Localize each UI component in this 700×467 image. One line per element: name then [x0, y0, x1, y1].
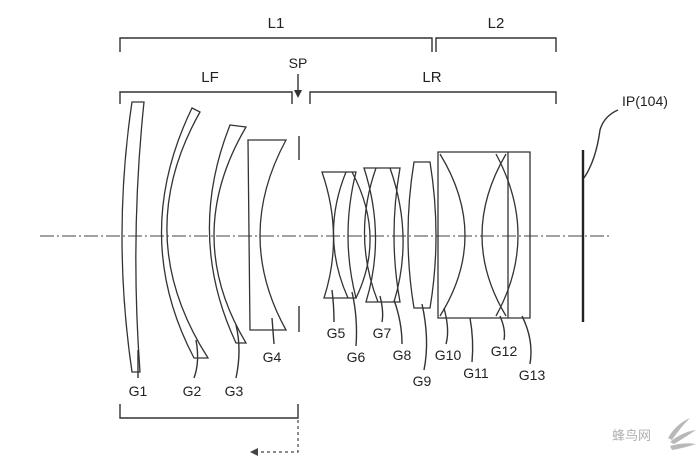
label-g9: G9	[413, 373, 432, 389]
label-l1: L1	[268, 15, 285, 32]
label-g2: G2	[183, 383, 202, 399]
leader-g5	[331, 289, 335, 323]
label-g3: G3	[225, 383, 244, 399]
label-g4: G4	[263, 349, 282, 365]
lens-g8-front	[363, 167, 379, 303]
leader-g13	[521, 315, 532, 365]
lens-g2	[160, 107, 210, 359]
label-g11: G11	[463, 365, 489, 381]
label-sp: SP	[289, 55, 308, 71]
lens-g7	[363, 167, 401, 303]
lens-g12-curve	[495, 153, 519, 317]
bracket-l2	[435, 37, 557, 52]
leader-g12	[499, 315, 506, 341]
leader-g8	[393, 299, 403, 345]
lens-g6-back	[351, 171, 371, 299]
label-lr: LR	[422, 69, 441, 86]
lens-g9	[407, 161, 437, 309]
leader-g11	[469, 317, 474, 363]
focus-move-arrow	[258, 420, 299, 453]
label-l2: L2	[488, 15, 505, 32]
bracket-lf	[119, 91, 293, 104]
bracket-l1	[119, 37, 433, 52]
focus-move-arrowhead	[250, 448, 258, 456]
label-g7: G7	[373, 325, 392, 341]
label-g6: G6	[347, 349, 366, 365]
label-lf: LF	[201, 69, 219, 86]
watermark-logo	[668, 418, 696, 450]
ip-leader	[583, 109, 619, 179]
bracket-bottom	[119, 404, 299, 419]
leader-g7	[379, 295, 384, 323]
leader-g3	[235, 324, 240, 379]
leader-g6	[351, 291, 358, 347]
lens-g4	[247, 139, 288, 331]
sp-arrow-head	[294, 90, 302, 98]
label-g1: G1	[129, 383, 148, 399]
lens-g1	[121, 101, 145, 373]
lens-g11-curve	[481, 153, 507, 317]
lens-g6-front	[332, 171, 349, 299]
label-g5: G5	[327, 325, 346, 341]
lens-g8-back	[389, 167, 404, 303]
lens-g3	[208, 124, 248, 344]
bracket-lr	[309, 91, 557, 104]
leader-g2	[193, 339, 199, 379]
lens-block-g10-g13	[437, 151, 531, 319]
leader-g10	[443, 307, 449, 345]
label-g8: G8	[393, 347, 412, 363]
leader-g9	[421, 303, 428, 371]
lens-g10-curve	[439, 153, 466, 317]
label-g10: G10	[435, 347, 462, 363]
label-g12: G12	[491, 343, 518, 359]
leader-g4	[271, 317, 275, 345]
watermark-text: 蜂鸟网	[612, 428, 651, 444]
label-g13: G13	[519, 367, 546, 383]
label-ip: IP(104)	[622, 93, 668, 109]
